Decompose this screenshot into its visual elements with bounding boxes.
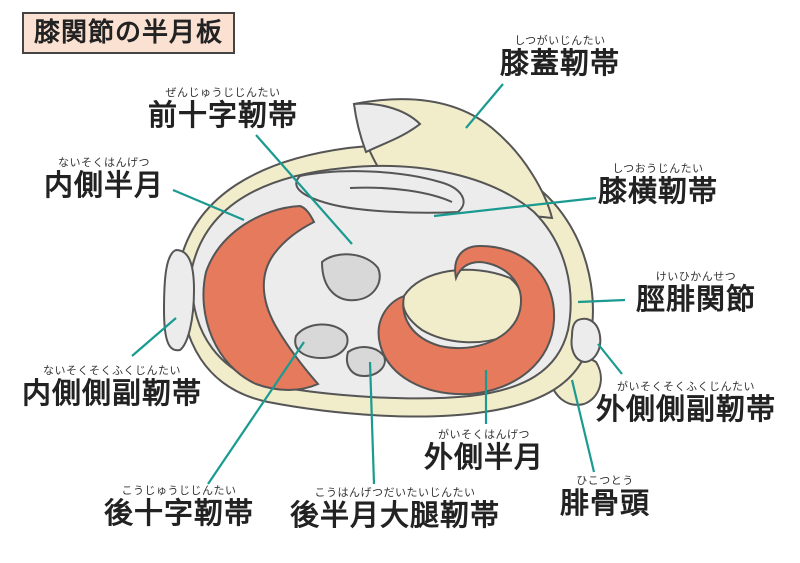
text-lateral-meniscus: 外側半月 bbox=[424, 440, 545, 474]
leader-lines bbox=[131, 83, 626, 485]
ruby-medial-meniscus: ないそくはんげつ bbox=[58, 156, 150, 169]
label-lateral-meniscus: がいそくはんげつ 外側半月 bbox=[424, 428, 544, 474]
leader-transverse-ligament bbox=[433, 196, 597, 218]
text-fibular-head: 腓骨頭 bbox=[560, 486, 651, 520]
ruby-patellar-ligament: しつがいじんたい bbox=[514, 34, 606, 47]
ruby-lateral-meniscus: がいそくはんげつ bbox=[438, 428, 530, 441]
leader-tibiofibular-joint bbox=[577, 298, 626, 304]
ruby-lcl: がいそくそくふくじんたい bbox=[617, 380, 755, 393]
patella-cartilage-fold bbox=[352, 102, 422, 154]
label-mcl: ないそくそくふくじんたい 内側側副靭帯 bbox=[22, 364, 202, 410]
label-lcl: がいそくそくふくじんたい 外側側副靭帯 bbox=[596, 380, 776, 426]
ruby-mcl: ないそくそくふくじんたい bbox=[43, 364, 181, 377]
label-transverse-ligament: しつおうじんたい 膝横靭帯 bbox=[598, 162, 718, 208]
ruby-tibiofibular-joint: けいひかんせつ bbox=[655, 270, 737, 283]
label-medial-meniscus: ないそくはんげつ 内側半月 bbox=[44, 156, 164, 202]
diagram-title: 膝関節の半月板 bbox=[22, 12, 236, 54]
leader-acl bbox=[255, 134, 353, 245]
text-acl: 前十字靭帯 bbox=[148, 98, 299, 132]
leader-posterior-meniscofemoral bbox=[368, 361, 376, 485]
text-mcl: 内側側副靭帯 bbox=[22, 376, 203, 410]
text-transverse-ligament: 膝横靭帯 bbox=[598, 174, 719, 208]
ruby-acl: ぜんじゅうじじんたい bbox=[165, 86, 281, 99]
label-acl: ぜんじゅうじじんたい 前十字靭帯 bbox=[148, 86, 298, 132]
ruby-posterior-meniscofemoral: こうはんげつだいたいじんたい bbox=[314, 486, 476, 499]
anterior-fold-inner bbox=[349, 186, 453, 203]
label-patellar-ligament: しつがいじんたい 膝蓋靭帯 bbox=[500, 34, 620, 80]
leader-pcl bbox=[207, 341, 305, 485]
mcl-shape bbox=[162, 248, 196, 352]
label-pcl: こうじゅうじじんたい 後十字靭帯 bbox=[104, 484, 254, 530]
posterior-meniscofemoral-shape bbox=[346, 346, 386, 378]
medial-meniscus-shape bbox=[202, 204, 320, 391]
ruby-pcl: こうじゅうじじんたい bbox=[121, 484, 237, 497]
leader-mcl bbox=[131, 317, 177, 357]
label-tibiofibular-joint: けいひかんせつ 脛腓関節 bbox=[636, 270, 756, 316]
leader-medial-meniscus bbox=[172, 188, 245, 222]
label-fibular-head: ひこつとう 腓骨頭 bbox=[560, 474, 650, 520]
leader-lcl bbox=[597, 343, 623, 375]
text-pcl: 後十字靭帯 bbox=[104, 496, 255, 530]
lcl-shape bbox=[570, 317, 602, 364]
anterior-fold bbox=[295, 170, 465, 214]
text-lcl: 外側側副靭帯 bbox=[596, 392, 777, 426]
leader-patellar-ligament bbox=[465, 83, 504, 129]
text-patellar-ligament: 膝蓋靭帯 bbox=[500, 46, 621, 80]
lateral-meniscus-shape bbox=[377, 244, 556, 396]
acl-shape bbox=[320, 253, 381, 302]
ruby-fibular-head: ひこつとう bbox=[576, 474, 634, 487]
text-medial-meniscus: 内側半月 bbox=[44, 168, 165, 202]
text-tibiofibular-joint: 脛腓関節 bbox=[636, 282, 757, 316]
ruby-transverse-ligament: しつおうじんたい bbox=[612, 162, 704, 175]
text-posterior-meniscofemoral: 後半月大腿靭帯 bbox=[290, 498, 501, 532]
pcl-shape bbox=[294, 323, 349, 360]
leader-fibular-head bbox=[570, 379, 596, 473]
label-posterior-meniscofemoral: こうはんげつだいたいじんたい 後半月大腿靭帯 bbox=[290, 486, 500, 532]
